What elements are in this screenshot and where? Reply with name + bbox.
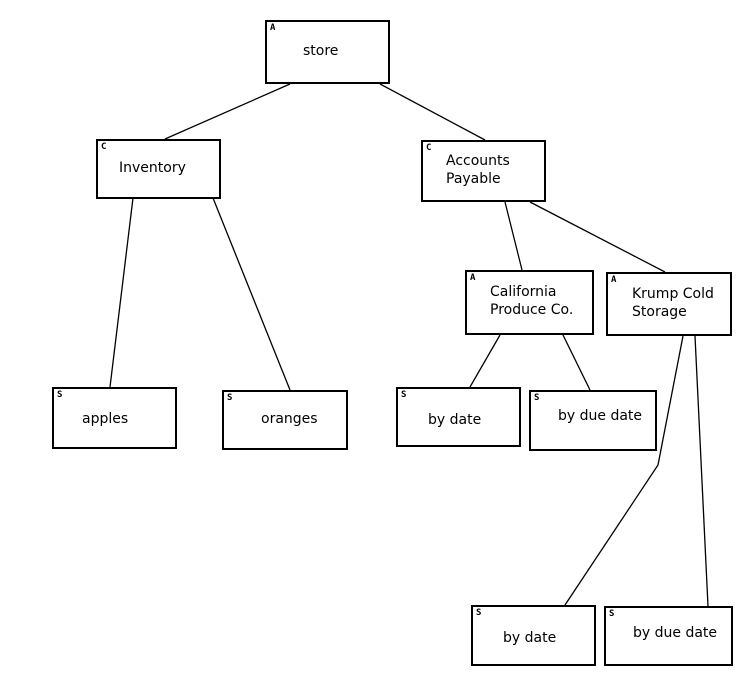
- node-label: by due date: [633, 625, 718, 641]
- node-label: by due date: [558, 408, 643, 424]
- edge-store-inventory: [164, 83, 291, 140]
- node-label: store: [303, 43, 339, 59]
- node-california-by-due-date: S by due date: [529, 390, 657, 451]
- node-accounts-payable: C Accounts Payable: [421, 140, 546, 202]
- edge-inventory-oranges: [212, 197, 291, 391]
- node-krump-by-due-date: S by due date: [604, 606, 733, 666]
- edge-california-bydate: [469, 334, 501, 388]
- node-type-tag: S: [609, 609, 615, 619]
- node-krump-by-date: S by date: [471, 605, 596, 666]
- node-apples: S apples: [52, 387, 177, 449]
- node-type-tag: A: [611, 275, 617, 285]
- node-label: by date: [428, 412, 482, 428]
- edge-accounts-krump: [529, 201, 666, 273]
- node-type-tag: S: [227, 393, 233, 403]
- node-store: A store: [265, 20, 390, 84]
- node-oranges: S oranges: [222, 390, 348, 450]
- node-label: California Produce Co.: [490, 284, 574, 318]
- node-type-tag: A: [470, 273, 476, 283]
- node-label: Inventory: [119, 160, 186, 176]
- node-type-tag: S: [476, 608, 482, 618]
- node-california-produce: A California Produce Co.: [465, 270, 594, 335]
- edge-california-byduedate: [562, 334, 591, 391]
- edge-krump-bydate-lower: [564, 464, 659, 606]
- node-label: Krump Cold Storage: [632, 286, 714, 320]
- node-label: oranges: [261, 411, 318, 427]
- node-type-tag: S: [401, 390, 407, 400]
- node-label: by date: [503, 630, 557, 646]
- node-type-tag: C: [426, 143, 432, 153]
- node-label: apples: [82, 411, 129, 427]
- edge-inventory-apples: [109, 197, 134, 388]
- node-label: Accounts Payable: [446, 153, 510, 187]
- edge-accounts-california: [504, 201, 523, 271]
- node-california-by-date: S by date: [396, 387, 521, 447]
- node-type-tag: S: [57, 390, 63, 400]
- node-krump-cold-storage: A Krump Cold Storage: [606, 272, 732, 336]
- edge-store-accounts: [379, 83, 486, 141]
- node-type-tag: A: [270, 23, 276, 33]
- node-inventory: C Inventory: [96, 139, 221, 199]
- node-type-tag: C: [101, 142, 107, 152]
- node-type-tag: S: [534, 393, 540, 403]
- edge-krump-byduedate: [694, 335, 709, 607]
- edge-krump-bydate-upper: [657, 335, 684, 466]
